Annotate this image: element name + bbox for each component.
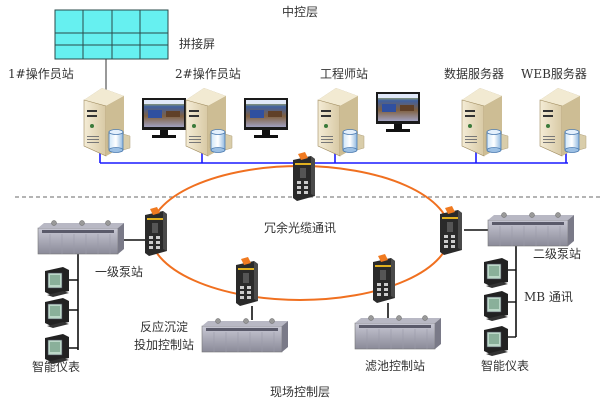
plc-icon-pump1 — [37, 220, 125, 255]
meter-icon — [483, 257, 509, 289]
monitor-icon-op2 — [244, 98, 288, 138]
station-label-filter: 滤池控制站 — [365, 359, 425, 373]
meter-group-right — [483, 257, 516, 357]
layer-title-central: 中控层 — [282, 4, 318, 19]
meter-icon — [483, 325, 509, 357]
layer-title-field: 现场控制层 — [270, 385, 330, 399]
meter-bus-label-right: MB 通讯 — [524, 290, 573, 304]
video-wall-label: 拼接屏 — [179, 36, 215, 51]
plc-icon-reaction — [201, 318, 289, 353]
station-label-reaction-line2: 投加控制站 — [134, 337, 194, 352]
meter-icon — [44, 266, 70, 298]
video-wall — [54, 9, 169, 60]
server-icon-op2 — [185, 87, 233, 157]
field-links — [77, 229, 517, 350]
meter-icon — [483, 290, 509, 322]
fiber-ring-label: 冗余光缆通讯 — [264, 220, 336, 235]
server-icon-web — [539, 87, 587, 157]
station-label-eng: 工程师站 — [320, 66, 368, 81]
plc-icon-pump2 — [487, 212, 575, 247]
meter-label-right: 智能仪表 — [481, 358, 529, 373]
station-label-op1: 1#操作员站 — [8, 66, 74, 81]
plc-icon-filter — [354, 315, 442, 350]
switch-icon-core — [293, 152, 315, 201]
switch-icon-filter — [373, 254, 395, 303]
station-label-pump2: 二级泵站 — [533, 247, 581, 261]
switch-icon-pump2 — [440, 206, 462, 255]
station-label-reaction-line1: 反应沉淀 — [140, 319, 188, 334]
station-label-web: WEB服务器 — [521, 66, 587, 81]
server-icon-eng — [317, 87, 365, 157]
server-icon-data — [461, 87, 509, 157]
meter-group-left — [44, 266, 78, 365]
server-icon-op1 — [83, 87, 131, 157]
switch-icon-reaction — [236, 257, 258, 306]
monitor-icon-op1 — [142, 98, 186, 138]
station-label-data: 数据服务器 — [444, 66, 504, 81]
meter-icon — [44, 297, 70, 329]
switch-icon-pump1 — [145, 207, 167, 256]
monitor-icon-eng — [376, 92, 420, 132]
meter-label-left: 智能仪表 — [32, 359, 80, 374]
station-label-op2: 2#操作员站 — [175, 66, 241, 81]
station-label-pump1: 一级泵站 — [95, 265, 143, 279]
